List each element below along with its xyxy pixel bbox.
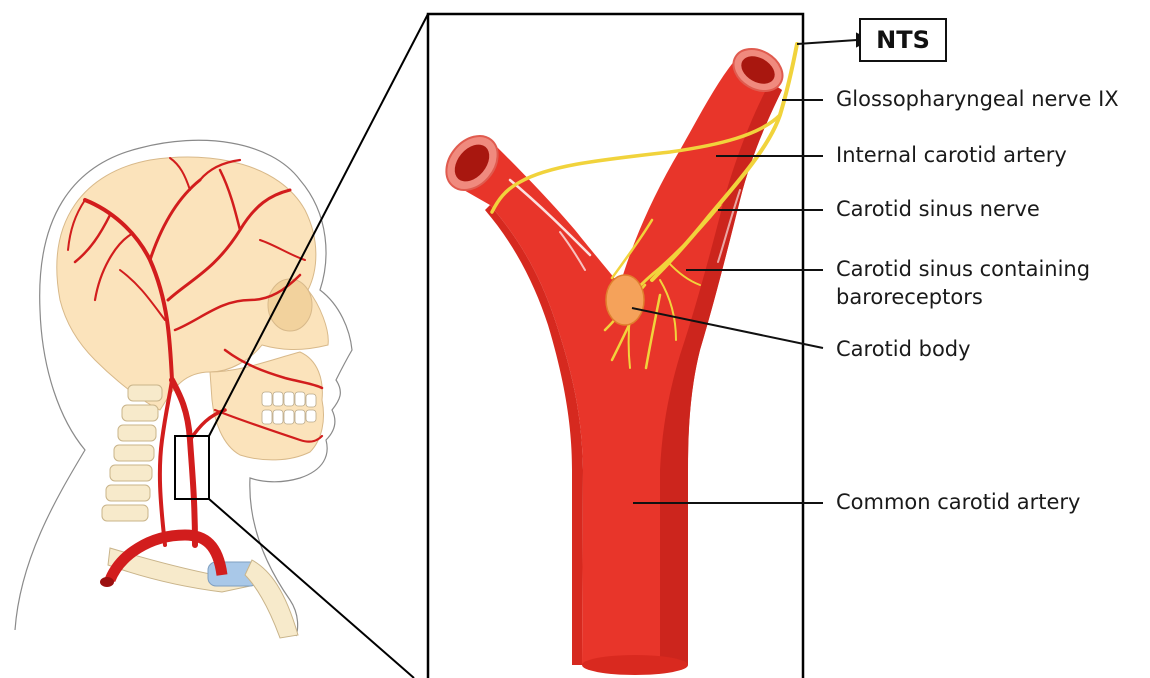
label-carotid-sinus-line2: baroreceptors [836, 284, 983, 311]
label-carotid-sinus-line1: Carotid sinus containing [836, 256, 1090, 283]
common-carotid-base [582, 655, 688, 675]
label-carotid-sinus-nerve: Carotid sinus nerve [836, 196, 1040, 223]
humerus [245, 560, 298, 638]
cervical-spine [102, 385, 162, 521]
eye-socket [268, 279, 312, 331]
label-carotid-body: Carotid body [836, 336, 971, 363]
nts-box: NTS [859, 18, 947, 62]
carotid-body [606, 275, 644, 325]
label-glossopharyngeal-nerve: Glossopharyngeal nerve IX [836, 86, 1119, 113]
label-common-carotid-artery: Common carotid artery [836, 489, 1080, 516]
aorta-opening [100, 577, 114, 587]
head-neck-illustration [15, 14, 428, 678]
label-internal-carotid-artery: Internal carotid artery [836, 142, 1067, 169]
leader-nts [797, 40, 857, 44]
